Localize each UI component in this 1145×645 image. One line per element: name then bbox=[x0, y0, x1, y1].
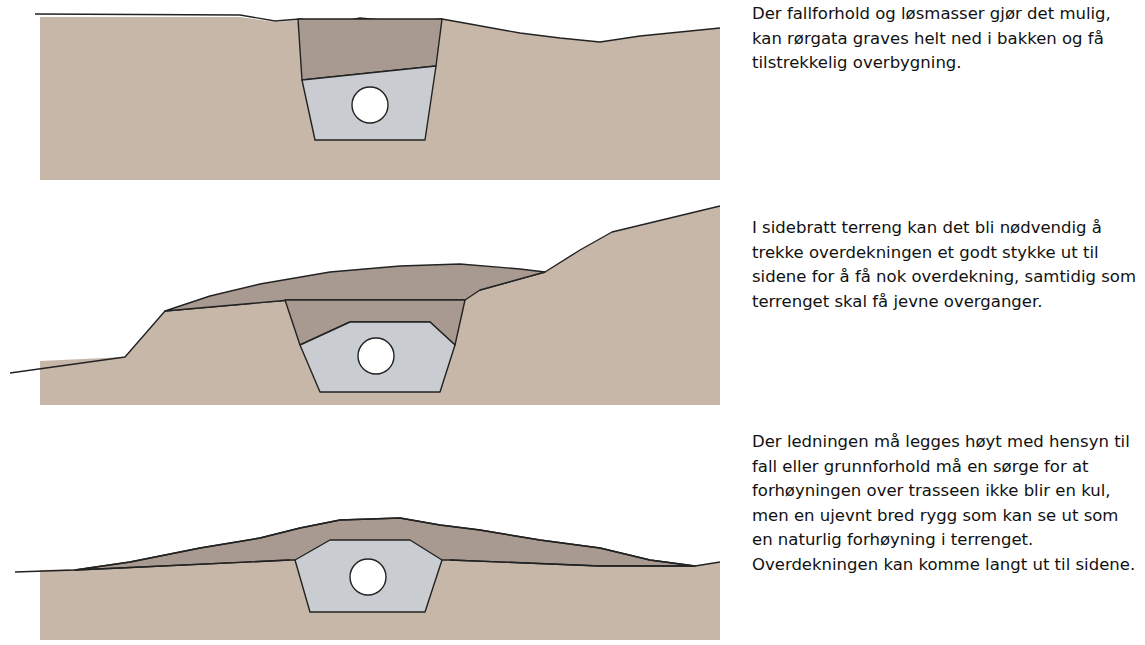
original-surface bbox=[450, 560, 695, 566]
description-text: I sidebratt terreng kan det bli nødvendi… bbox=[752, 216, 1144, 314]
pipe bbox=[358, 338, 394, 374]
pipe-bedding bbox=[295, 540, 442, 612]
description-text: Der fallforhold og løsmasser gjør det mu… bbox=[752, 2, 1144, 76]
original-surface bbox=[75, 560, 290, 570]
ground bbox=[40, 17, 720, 180]
pipe-bedding bbox=[302, 66, 436, 140]
pipe bbox=[350, 559, 386, 595]
pipe-bedding bbox=[300, 322, 455, 392]
ground bbox=[40, 206, 720, 405]
ground-surface bbox=[10, 206, 720, 373]
description-text: Der ledningen må legges høyt med hensyn … bbox=[752, 430, 1144, 577]
pipe bbox=[352, 87, 388, 123]
